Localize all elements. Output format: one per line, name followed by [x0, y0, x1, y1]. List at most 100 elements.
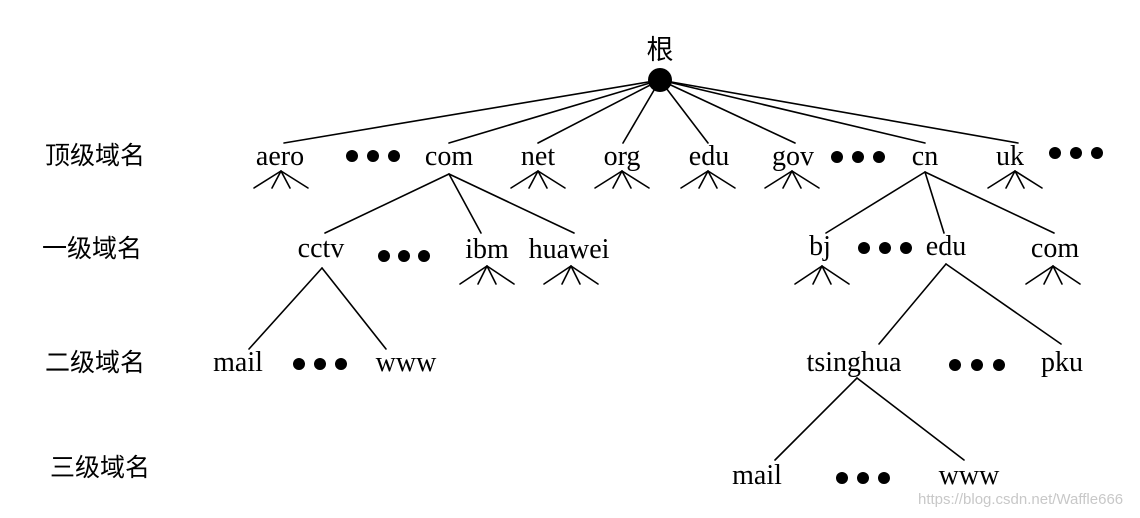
subtree-fan-aero — [253, 170, 309, 189]
subtree-fan-edu — [680, 170, 736, 189]
ellipsis-third-level-1 — [836, 472, 890, 484]
edge-cctv-www — [321, 267, 387, 350]
node-cn-bj: bj — [809, 231, 831, 262]
ellipsis-dot — [831, 151, 843, 163]
level-label-second: 二级域名 — [45, 348, 145, 377]
ellipsis-dot — [418, 250, 430, 262]
node-tsinghua-www: www — [939, 460, 1000, 491]
edge-root-com — [448, 79, 661, 144]
subtree-fan-line — [477, 265, 488, 285]
edge-com-huawei — [448, 173, 575, 234]
subtree-fan-line — [812, 265, 823, 285]
subtree-fan-line — [280, 170, 291, 189]
subtree-fan-line — [707, 170, 736, 189]
subtree-fan-line — [280, 170, 309, 189]
subtree-fan-line — [570, 265, 599, 285]
ellipsis-dot — [367, 150, 379, 162]
node-org: org — [604, 141, 641, 172]
edge-tsinghua-mail — [774, 377, 858, 461]
ellipsis-dot — [900, 242, 912, 254]
ellipsis-dot — [378, 250, 390, 262]
subtree-fan-line — [1043, 265, 1054, 285]
node-edu: edu — [689, 141, 729, 172]
subtree-fan-line — [1014, 170, 1025, 189]
edge-com-ibm — [448, 173, 482, 234]
edge-root-net — [537, 79, 661, 144]
node-edu-pku: pku — [1041, 347, 1083, 378]
ellipsis-dot — [1091, 147, 1103, 159]
ellipsis-top-level-1 — [346, 150, 400, 162]
subtree-fan-org — [594, 170, 650, 189]
subtree-fan-line — [570, 265, 581, 285]
ellipsis-dot — [858, 242, 870, 254]
edges-com-to-first-level — [324, 173, 575, 234]
ellipsis-dot — [388, 150, 400, 162]
subtree-fan-huawei — [543, 265, 599, 285]
edge-root-edu — [659, 79, 709, 144]
subtree-fan-line — [680, 170, 709, 189]
ellipsis-dot — [852, 151, 864, 163]
node-aero: aero — [256, 141, 304, 172]
node-com-huawei: huawei — [529, 234, 610, 265]
ellipsis-dot — [971, 359, 983, 371]
subtree-fan-line — [1052, 265, 1063, 285]
subtree-fan-line — [1052, 265, 1081, 285]
node-cn: cn — [912, 141, 938, 172]
edge-root-cn — [659, 79, 926, 144]
node-cctv-mail: mail — [213, 347, 263, 378]
subtree-fan-line — [486, 265, 515, 285]
ellipsis-dot — [949, 359, 961, 371]
ellipsis-dot — [335, 358, 347, 370]
subtree-fan-line — [561, 265, 572, 285]
node-net: net — [521, 141, 555, 172]
third-level-domains: mail www — [732, 460, 1000, 491]
edge-cn-bj — [825, 171, 926, 234]
level-label-first: 一级域名 — [42, 234, 142, 263]
first-level-domains: cctv ibm huawei bj edu com — [298, 231, 1080, 265]
ellipsis-dot — [1070, 147, 1082, 159]
subtree-fan-line — [821, 265, 850, 285]
node-edu-tsinghua: tsinghua — [807, 347, 902, 378]
subtree-fan-line — [543, 265, 572, 285]
ellipsis-dot — [293, 358, 305, 370]
edge-root-aero — [283, 79, 661, 144]
subtree-fan-line — [987, 170, 1016, 189]
node-com-cctv: cctv — [298, 233, 345, 264]
subtree-fan-line — [698, 170, 709, 189]
level-label-third: 三级域名 — [50, 453, 150, 482]
subtree-fan-net — [510, 170, 566, 189]
subtree-fan-line — [537, 170, 548, 189]
edge-cn-edu — [924, 171, 945, 234]
subtree-fan-line — [794, 265, 823, 285]
watermark-text: https://blog.csdn.net/Waffle666 — [918, 491, 1123, 508]
subtree-fan-line — [1025, 265, 1054, 285]
ellipsis-top-level-2 — [831, 151, 885, 163]
edge-edu-tsinghua — [878, 263, 947, 345]
subtree-fan-line — [510, 170, 539, 189]
root-label: 根 — [647, 35, 674, 66]
node-cctv-www: www — [376, 347, 437, 378]
subtree-fan-line — [621, 170, 650, 189]
edges-root-to-top-level — [283, 79, 1019, 144]
subtree-fan-line — [459, 265, 488, 285]
edge-com-cctv — [324, 173, 450, 234]
node-cn-com: com — [1031, 233, 1079, 264]
ellipsis-second-level-1 — [293, 358, 347, 370]
ellipsis-dot — [873, 151, 885, 163]
second-level-domains: mail www tsinghua pku — [213, 347, 1083, 378]
node-com: com — [425, 141, 473, 172]
subtree-fan-line — [1014, 170, 1043, 189]
level-label-top: 顶级域名 — [45, 141, 145, 170]
ellipsis-dot — [314, 358, 326, 370]
ellipsis-dot — [836, 472, 848, 484]
subtree-fan-line — [1005, 170, 1016, 189]
subtree-fan-bj — [794, 265, 850, 285]
subtree-fan-line — [707, 170, 718, 189]
subtree-fan-gov — [764, 170, 820, 189]
edges-tsinghua-to-third-level — [774, 377, 965, 461]
subtree-fan-line — [764, 170, 793, 189]
edge-edu-pku — [945, 263, 1062, 345]
subtree-fan-line — [271, 170, 282, 189]
subtree-fan-line — [612, 170, 623, 189]
edge-cctv-mail — [248, 267, 323, 350]
